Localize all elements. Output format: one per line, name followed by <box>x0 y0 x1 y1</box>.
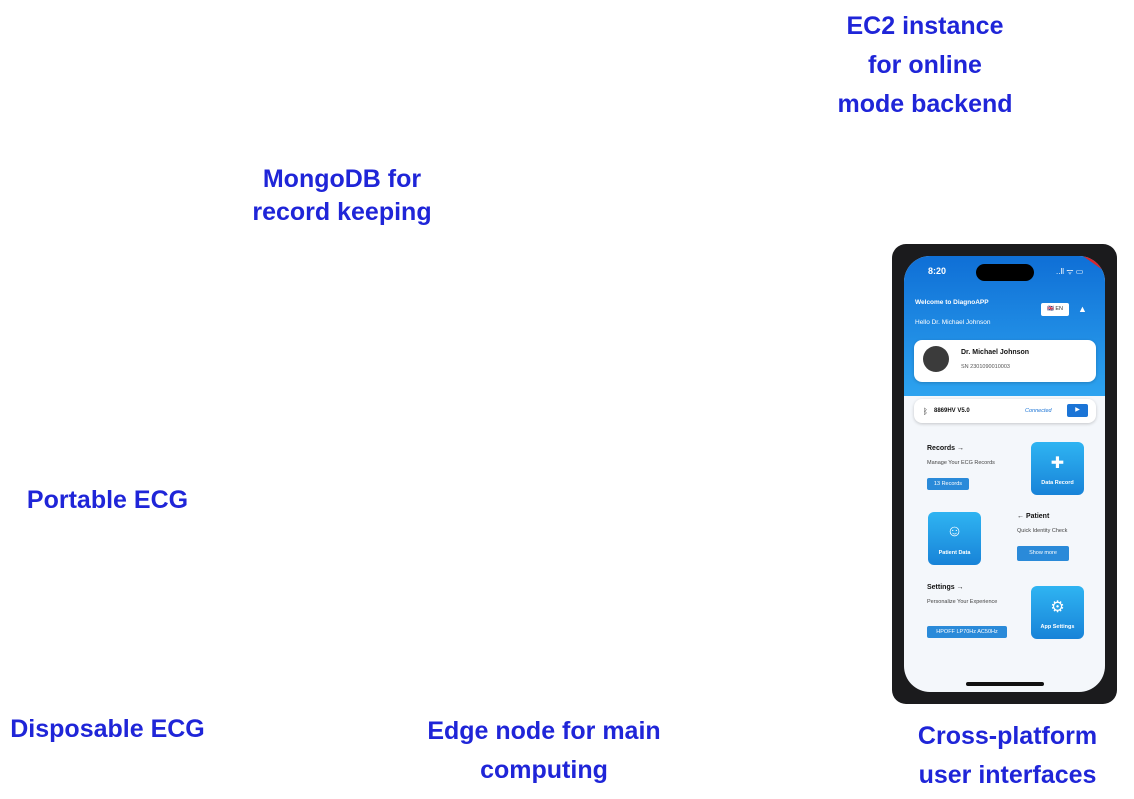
portable-ecg-caption: Portable ECG <box>26 486 189 514</box>
device-card: ᛒ 8869HV V5.0 Connected ▶ <box>914 399 1096 423</box>
bluetooth-icon: ᛒ <box>923 407 928 416</box>
app-settings-button[interactable]: ⚙ App Settings <box>1031 586 1084 639</box>
mongodb-caption: MongoDB for record keeping <box>232 163 452 229</box>
settings-title[interactable]: Settings → <box>927 584 964 591</box>
patch-label-rl: RL <box>32 688 40 694</box>
patient-data-label: Patient Data <box>938 550 971 556</box>
phone-mockup: 8:20 ..ll ᯤ ▭ BETA Welcome to DiagnoAPP … <box>892 244 1117 704</box>
mongodb-caption-line2: record keeping <box>252 198 432 226</box>
disposable-ecg-caption: Disposable ECG <box>10 715 205 743</box>
phone-screen: 8:20 ..ll ᯤ ▭ BETA Welcome to DiagnoAPP … <box>904 256 1105 692</box>
status-icons: ..ll ᯤ ▭ <box>1056 267 1084 276</box>
cross-platform-caption: Cross-platform user interfaces <box>895 717 1120 795</box>
ec2-caption-line1: EC2 instance <box>846 12 1004 40</box>
connection-status: Connected <box>1025 408 1052 414</box>
user-card[interactable]: Dr. Michael Johnson SN 2301090010003 <box>914 340 1096 382</box>
welcome-text: Welcome to DiagnoAPP <box>915 299 989 306</box>
records-title[interactable]: Records → <box>927 445 964 452</box>
avatar <box>923 346 949 372</box>
home-indicator <box>966 682 1044 686</box>
edge-node-caption-line2: computing <box>480 755 608 784</box>
records-count-pill[interactable]: 13 Records <box>927 478 969 490</box>
ec2-caption: EC2 instance for online mode backend <box>820 7 1030 123</box>
patch-label-ll: LL <box>80 688 87 694</box>
patch-label-la: LA <box>70 570 77 576</box>
status-time: 8:20 <box>928 266 947 276</box>
records-subtitle: Manage Your ECG Records <box>927 460 995 466</box>
patient-subtitle: Quick Identity Check <box>1017 528 1068 534</box>
patch-label-ra: RA <box>38 570 46 576</box>
settings-filter-pill[interactable]: HPOFF LP70Hz AC50Hz <box>927 626 1007 638</box>
user-serial: SN 2301090010003 <box>961 364 1010 370</box>
settings-subtitle: Personalize Your Experience <box>927 599 998 605</box>
user-lock-icon: ☺ <box>946 523 963 540</box>
play-button[interactable]: ▶ <box>1067 404 1088 417</box>
data-record-button[interactable]: ✚ Data Record <box>1031 442 1084 495</box>
bell-icon[interactable]: ▲ <box>1078 304 1087 314</box>
app-settings-label: App Settings <box>1040 624 1075 630</box>
cross-platform-caption-line2: user interfaces <box>918 760 1097 789</box>
cross-platform-caption-line1: Cross-platform <box>917 722 1098 750</box>
patient-data-button[interactable]: ☺ Patient Data <box>928 512 981 565</box>
code-icon-text: </> <box>699 17 739 48</box>
edge-node-caption-line1: Edge node for main <box>427 717 661 745</box>
clipboard-icon: ✚ <box>1050 455 1065 472</box>
dynamic-island <box>976 264 1034 281</box>
ec2-caption-line2: for online <box>868 50 982 79</box>
mongodb-caption-line1: MongoDB for <box>262 165 422 193</box>
case-height-label: 32.5mm <box>389 590 401 631</box>
device-name: 8869HV V5.0 <box>934 408 970 414</box>
hello-text: Hello Dr. Michael Johnson <box>915 319 991 326</box>
ec2-caption-line3: mode backend <box>837 89 1013 118</box>
show-more-button[interactable]: Show more <box>1017 546 1069 561</box>
data-record-label: Data Record <box>1041 480 1074 486</box>
patient-title[interactable]: ← Patient <box>1017 513 1050 520</box>
user-name: Dr. Michael Johnson <box>961 349 1030 356</box>
language-selector[interactable]: 🇬🇧 EN <box>1041 303 1069 316</box>
edge-node-caption: Edge node for main computing <box>405 712 683 790</box>
gear-icon: ⚙ <box>1050 599 1065 616</box>
